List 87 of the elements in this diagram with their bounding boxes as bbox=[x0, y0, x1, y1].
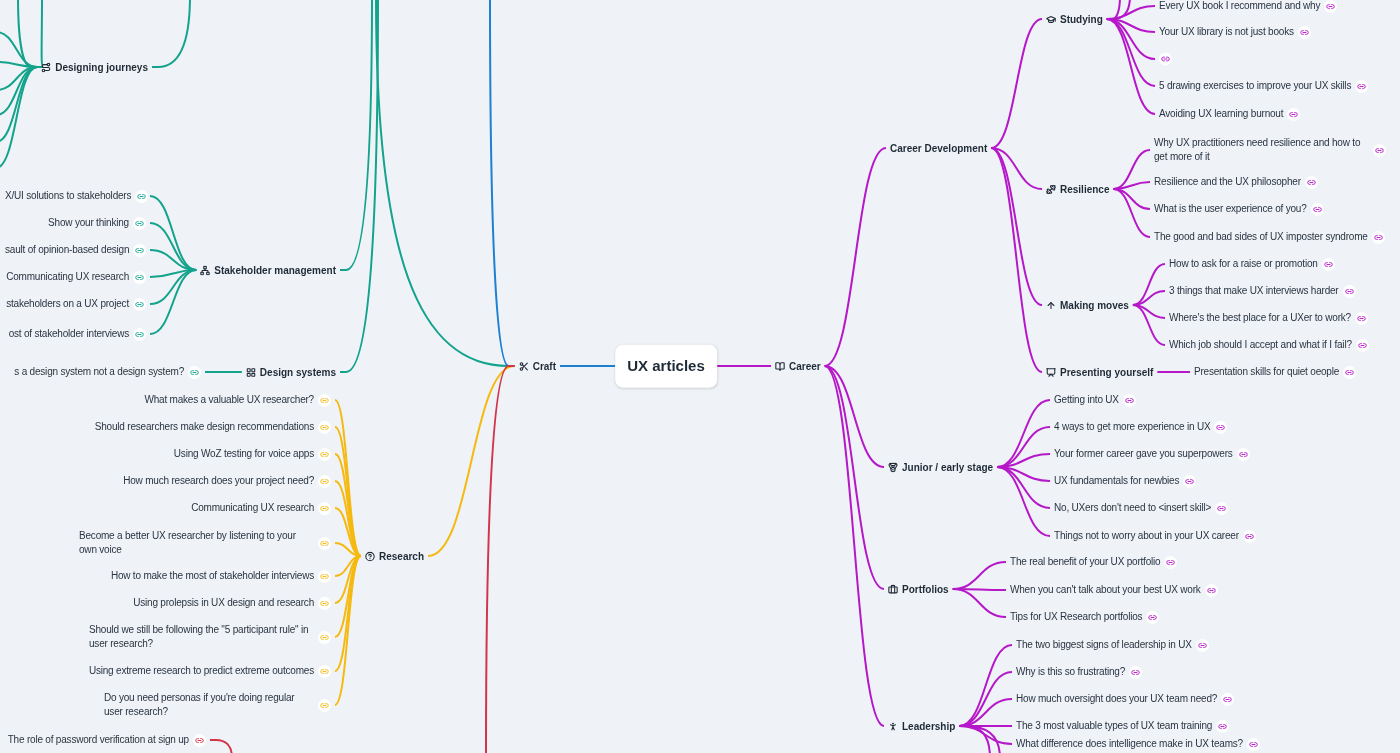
topic-label: Craft bbox=[532, 359, 556, 374]
topic-label: Making moves bbox=[1060, 298, 1129, 313]
branch-line bbox=[334, 555, 362, 577]
branch-line bbox=[334, 555, 362, 706]
article-title: Why UX practitioners need resilience and how to get more of it bbox=[1154, 136, 1362, 164]
article-title: When you can't talk about your best UX work bbox=[1010, 583, 1201, 597]
topic-label: Leadership bbox=[902, 719, 956, 734]
branch-line bbox=[151, 0, 191, 68]
article-title: Should we still be following the "5 participant rule" in user research? bbox=[89, 623, 310, 651]
branch-line bbox=[339, 0, 379, 373]
article-title: How to ask for a raise or promotion bbox=[1169, 257, 1318, 271]
article-title: The 3 most valuable types of UX team training bbox=[1016, 719, 1213, 733]
article-title: Become a better UX researcher by listening to your own voice bbox=[79, 529, 297, 557]
central-topic: UX articles bbox=[615, 344, 717, 388]
article-title: Every UX book I recommend and why bbox=[1159, 0, 1321, 13]
article-title: Show your thinking bbox=[48, 216, 129, 230]
article-title: The good and bad sides of UX imposter syndrome bbox=[1154, 230, 1368, 244]
branch-line bbox=[559, 365, 617, 367]
branch-line bbox=[996, 466, 1051, 537]
article-title: sault of opinion-based design bbox=[5, 243, 130, 257]
branch-line bbox=[990, 147, 1043, 373]
article-title: 4 ways to get more experience in UX bbox=[1054, 420, 1211, 434]
topic-label: Portfolios bbox=[902, 582, 949, 597]
article-title: Which job should I accept and what if I fail? bbox=[1169, 338, 1352, 352]
topic-label: Studying bbox=[1060, 12, 1103, 27]
article-title: Using WoZ testing for voice apps bbox=[173, 447, 314, 461]
article-title: 3 things that make UX interviews harder bbox=[1169, 284, 1339, 298]
article-title: 5 drawing exercises to improve your UX skills bbox=[1159, 79, 1352, 93]
branch-line bbox=[204, 371, 243, 373]
article-title: Resilience and the UX philosopher bbox=[1154, 175, 1301, 189]
branch-line bbox=[990, 147, 1043, 306]
article-title: How much oversight does your UX team need? bbox=[1016, 692, 1218, 706]
topic-label: Junior / early stage bbox=[902, 460, 994, 475]
branch-line bbox=[339, 0, 373, 271]
article-title: Why is this so frustrating? bbox=[1016, 665, 1126, 679]
article-title: Where's the best place for a UXer to work? bbox=[1169, 311, 1351, 325]
article-title: The two biggest signs of leadership in UX bbox=[1016, 638, 1192, 652]
article-title: Tips for UX Research portfolios bbox=[1010, 610, 1143, 624]
branch-line bbox=[334, 555, 362, 672]
article-title: Your UX library is not just books bbox=[1159, 25, 1294, 39]
topic-label: Career Development bbox=[890, 141, 988, 156]
article-title: Do you need personas if you're doing regular user research? bbox=[104, 691, 296, 719]
branch-line bbox=[149, 269, 198, 335]
branch-line bbox=[485, 365, 516, 753]
article-title: Using prolepsis in UX design and research bbox=[133, 596, 314, 610]
topic-label: Resilience bbox=[1060, 182, 1110, 197]
topic-label: Stakeholder management bbox=[214, 263, 336, 278]
branch-line bbox=[1156, 371, 1191, 373]
article-title: X/UI solutions to stakeholders bbox=[5, 189, 132, 203]
topic-label: Design systems bbox=[259, 365, 336, 380]
article-title: Things not to worry about in your UX career bbox=[1054, 529, 1239, 543]
topic-label: Designing journeys bbox=[55, 60, 148, 75]
article-title: Using extreme research to predict extreme outcomes bbox=[88, 664, 314, 678]
branch-line bbox=[823, 365, 885, 590]
article-title: Communicating UX research bbox=[191, 501, 314, 515]
branch-line bbox=[334, 507, 362, 557]
topic-label: Career bbox=[789, 359, 821, 374]
article-title: What is the user experience of you? bbox=[1154, 202, 1307, 216]
article-title: stakeholders on a UX project bbox=[6, 297, 129, 311]
branch-line bbox=[334, 480, 362, 557]
article-title: ost of stakeholder interviews bbox=[8, 327, 129, 341]
branch-line bbox=[951, 588, 1007, 618]
branch-line bbox=[1131, 304, 1166, 346]
article-title: Getting into UX bbox=[1054, 393, 1119, 407]
branch-line bbox=[209, 739, 233, 753]
article-title: How much research does your project need? bbox=[123, 474, 314, 488]
topic-label: Research bbox=[378, 549, 424, 564]
branch-line bbox=[1105, 18, 1156, 115]
article-title: What difference does intelligence make in UX teams? bbox=[1016, 737, 1243, 751]
branch-line bbox=[0, 66, 39, 169]
article-title: UX fundamentals for newbies bbox=[1054, 474, 1180, 488]
branch-line bbox=[1112, 188, 1151, 238]
topic-label: Presenting yourself bbox=[1060, 365, 1154, 380]
article-title: Communicating UX research bbox=[6, 270, 129, 284]
article-title: How to make the most of stakeholder interviews bbox=[110, 569, 314, 583]
article-title: Avoiding UX learning burnout bbox=[1159, 107, 1284, 121]
article-title: The real benefit of your UX portfolio bbox=[1010, 555, 1161, 569]
branch-line bbox=[715, 365, 772, 367]
article-title: The role of password verification at sign up bbox=[7, 733, 189, 747]
article-title: Your former career gave you superpowers bbox=[1054, 447, 1233, 461]
article-title: No, UXers don't need to <insert skill> bbox=[1054, 501, 1212, 515]
article-title: What makes a valuable UX researcher? bbox=[144, 393, 314, 407]
article-title: Presentation skills for quiet oeople bbox=[1194, 365, 1340, 379]
branch-line bbox=[823, 365, 885, 727]
article-title: Should researchers make design recommendations bbox=[94, 420, 314, 434]
branch-line bbox=[36, 0, 45, 68]
article-title: s a design system not a design system? bbox=[14, 365, 184, 379]
